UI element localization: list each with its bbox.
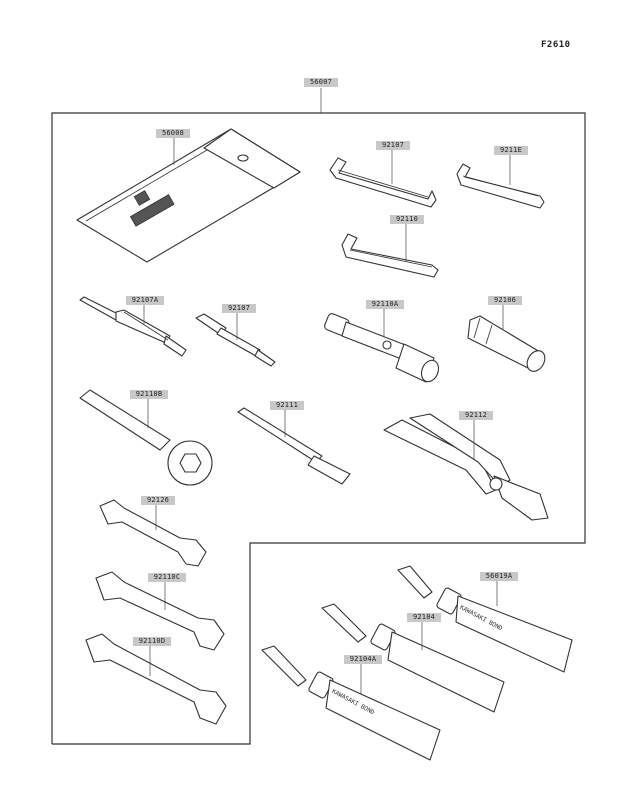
tag-92107: 92107 [376,141,410,150]
tag-92110c: 92110C [148,573,186,582]
tag-92106: 92106 [488,296,522,305]
bond-tube-56019a-drawing [397,565,573,673]
tag-56008: 56008 [156,129,190,138]
tool-pouch-drawing [76,128,301,263]
spanner-92110c-drawing [95,571,225,651]
pliers-92112-drawing [383,413,549,521]
hex-key-92107-drawing [329,157,437,208]
tag-56019a: 56019A [480,572,518,581]
bond-tube-92104a-drawing [261,645,441,761]
spanner-92110d-drawing [85,633,227,725]
tag-56007: 56007 [304,78,338,87]
tag-92104: 92104 [407,613,441,622]
hex-key-9211e-drawing [456,163,545,209]
kit-frame [51,112,586,745]
socket-92106-drawing [467,315,546,372]
screwdriver-92107a-drawing [79,296,187,357]
tag-92110: 92110 [390,215,424,224]
tag-92110a: 92110A [366,300,404,309]
bar-tool-92111-drawing [237,407,351,485]
hex-key-92110-drawing [341,233,439,278]
tag-9211e: 9211E [494,146,528,155]
tag-92110d: 92110D [133,637,171,646]
screwdriver-92107-drawing [195,313,276,367]
ring-spanner-92110b-drawing [79,389,213,486]
bond-tube-92104-drawing [321,603,505,713]
tag-92110b: 92110B [130,390,168,399]
tag-92111: 92111 [270,401,304,410]
socket-wrench-92110a-drawing [324,313,440,383]
tag-92107a: 92107A [126,296,164,305]
spanner-92126-drawing [99,499,207,567]
figure-code: F2610 [541,40,571,50]
tag-92126: 92126 [141,496,175,505]
tag-92107b: 92107 [222,304,256,313]
tag-92104a: 92104A [344,655,382,664]
tag-92112: 92112 [459,411,493,420]
